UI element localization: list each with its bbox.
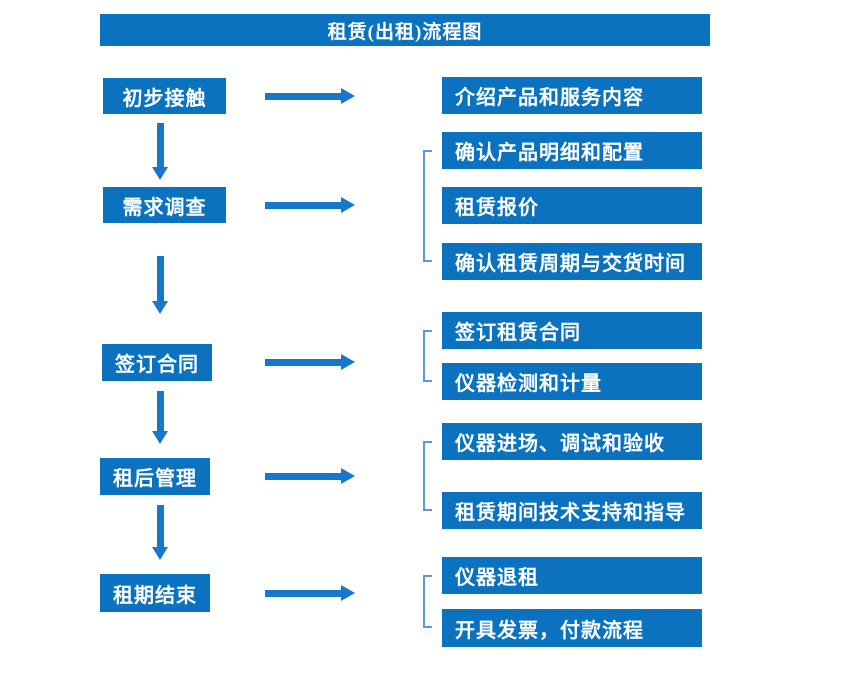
arrow-down-step3-step4 — [152, 391, 168, 444]
arrow-shaft — [156, 505, 164, 547]
arrow-down-step4-step5 — [152, 505, 168, 560]
arrow-right-step1 — [265, 88, 355, 104]
bracket-group-demand-survey — [423, 150, 432, 262]
arrow-shaft — [265, 92, 341, 100]
step-box-demand-survey: 需求调查 — [103, 187, 226, 223]
step-box-sign-contract: 签订合同 — [102, 344, 212, 381]
diagram-title: 租赁(出租)流程图 — [100, 14, 710, 46]
step-box-rental-end: 租期结束 — [100, 574, 210, 612]
arrow-shaft — [156, 123, 164, 167]
detail-box-confirm-product-details: 确认产品明细和配置 — [442, 132, 702, 169]
arrow-right-step4 — [265, 468, 355, 484]
arrow-head-right-icon — [341, 197, 355, 213]
bracket-group-post-rental — [423, 441, 432, 511]
arrow-head-right-icon — [341, 468, 355, 484]
detail-box-technical-support-guidance: 租赁期间技术支持和指导 — [442, 492, 702, 529]
arrow-head-down-icon — [152, 301, 168, 314]
detail-box-instrument-testing-metering: 仪器检测和计量 — [442, 363, 702, 400]
detail-box-rental-quote: 租赁报价 — [442, 187, 702, 224]
bracket-group-sign-contract — [423, 330, 432, 382]
step-box-initial-contact: 初步接触 — [103, 78, 226, 114]
detail-box-sign-rental-contract: 签订租赁合同 — [442, 312, 702, 349]
arrow-right-step3 — [265, 354, 355, 370]
detail-box-confirm-rental-period-delivery: 确认租赁周期与交货时间 — [442, 243, 702, 280]
arrow-shaft — [156, 391, 164, 431]
arrow-down-step2-step3 — [152, 256, 168, 314]
arrow-head-right-icon — [341, 354, 355, 370]
step-box-post-rental-management: 租后管理 — [100, 458, 210, 495]
arrow-head-down-icon — [152, 431, 168, 444]
bracket-group-rental-end — [423, 575, 432, 628]
arrow-shaft — [265, 201, 341, 209]
arrow-shaft — [265, 589, 341, 597]
arrow-shaft — [156, 256, 164, 301]
arrow-right-step2 — [265, 197, 355, 213]
arrow-right-step5 — [265, 585, 355, 601]
arrow-shaft — [265, 472, 341, 480]
arrow-head-right-icon — [341, 585, 355, 601]
arrow-shaft — [265, 358, 341, 366]
detail-box-instrument-setup-acceptance: 仪器进场、调试和验收 — [442, 423, 702, 460]
arrow-head-down-icon — [152, 167, 168, 180]
arrow-head-down-icon — [152, 547, 168, 560]
detail-box-instrument-return: 仪器退租 — [442, 557, 702, 594]
arrow-down-step1-step2 — [152, 123, 168, 180]
detail-box-invoice-payment-process: 开具发票，付款流程 — [442, 609, 702, 647]
detail-box-introduce-products-services: 介绍产品和服务内容 — [442, 77, 702, 114]
arrow-head-right-icon — [341, 88, 355, 104]
